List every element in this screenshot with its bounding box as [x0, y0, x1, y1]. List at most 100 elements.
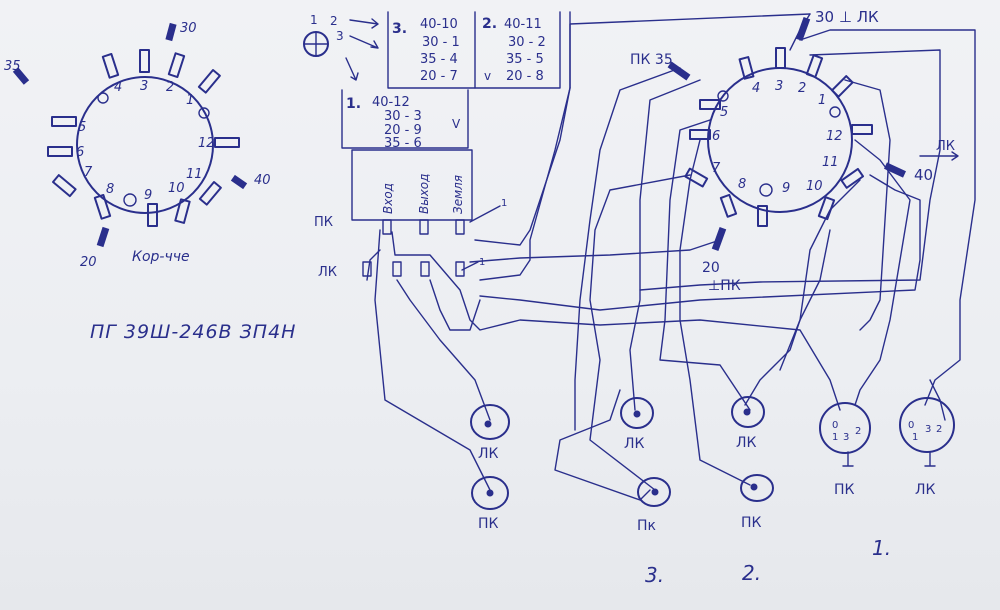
left-pin-5: 5: [78, 120, 86, 135]
legend-num-3: 3: [336, 29, 344, 43]
right-pin-7: 7: [712, 161, 721, 176]
right-pin-8: 8: [738, 177, 746, 192]
group1-title: 1.: [346, 96, 361, 112]
group2-title: 2.: [482, 16, 497, 32]
connector-label: ЛК: [624, 436, 645, 452]
right-pin-5: 5: [720, 105, 728, 120]
right-pin-1: 1: [818, 93, 826, 108]
connector-pk-3: ПК: [740, 474, 774, 531]
connector-label: ЛК: [736, 435, 757, 451]
group3-line-4: 20 - 7: [420, 69, 458, 84]
left-outer-30: 30: [180, 21, 197, 36]
left-pin-6: 6: [76, 145, 84, 160]
left-pin-7: 7: [84, 165, 93, 180]
group1-line-2: 30 - 3: [384, 109, 422, 124]
group3-line-3: 35 - 4: [420, 52, 458, 67]
left-pin-11: 11: [186, 167, 203, 182]
group1-line-3: 20 - 9: [384, 123, 422, 138]
right-pin-6: 6: [712, 129, 720, 144]
left-switch-caption: Кор-чче: [132, 249, 190, 265]
connector-label: Пк: [637, 518, 656, 534]
connector-lk-1: ЛК: [470, 404, 510, 462]
right-label-pk: ⊥ПК: [708, 278, 741, 294]
legend-icon: 1 2 3: [303, 13, 379, 81]
left-pin-3: 3: [140, 79, 148, 94]
section-number-1: 1.: [872, 536, 891, 560]
group2-line-2: 30 - 2: [508, 35, 546, 50]
section-number-3: 3.: [645, 563, 664, 587]
left-pin-9: 9: [144, 188, 152, 203]
xlr-pin: 0: [832, 420, 838, 431]
group1-line-1: 40-12: [372, 95, 410, 110]
xlr-pin: 0: [908, 420, 914, 431]
lead-35-mark: [12, 67, 30, 85]
section-number-2: 2.: [742, 561, 761, 585]
legend-num-2: 2: [330, 14, 338, 28]
connector-pk-1: ПК: [471, 476, 509, 532]
right-switch: 4 3 2 1 5 6 12 7 8 9 10 11 30 ⊥ ЛК ПК 35…: [630, 8, 959, 294]
group3-line-1: 40-10: [420, 17, 458, 32]
pin-dot: [486, 489, 494, 497]
connector-label: ЛК: [478, 446, 499, 462]
right-pin-10: 10: [806, 179, 823, 194]
left-pin-1: 1: [186, 93, 194, 108]
left-switch-body: [76, 76, 214, 214]
right-pin-12: 12: [826, 129, 843, 144]
right-pin-9: 9: [782, 181, 790, 196]
mark-1-upper: 1: [501, 198, 507, 209]
right-pin-4: 4: [752, 81, 760, 96]
xlr-pin: 2: [855, 426, 861, 437]
connector-lk-xlr: 0 1 3 2 ЛК: [899, 397, 955, 498]
pin-dot: [633, 410, 641, 418]
terminal-lk-label: ЛК: [318, 265, 337, 280]
right-label-20: 20: [702, 260, 720, 276]
wires: [366, 11, 976, 501]
connector-lk-2: ЛК: [620, 397, 654, 452]
terminal-label-output: Выход: [417, 174, 431, 214]
left-pin-2: 2: [166, 80, 174, 95]
left-pin-12: 12: [198, 136, 215, 151]
right-lead-35-mark: [667, 61, 691, 81]
pin-dot: [651, 488, 659, 496]
group1-check: V: [452, 117, 461, 131]
pin-dot: [743, 408, 751, 416]
group2-check: v: [484, 69, 491, 83]
connector-lk-3: ЛК: [731, 396, 765, 451]
right-lead-40-mark: [884, 162, 906, 178]
group2-line-1: 40-11: [504, 17, 542, 32]
right-pin-2: 2: [798, 81, 806, 96]
pin-dot: [750, 483, 758, 491]
left-pin-8: 8: [106, 182, 114, 197]
right-pin-3: 3: [775, 79, 783, 94]
group3-line-2: 30 - 1: [422, 35, 460, 50]
connector-label: ПК: [478, 516, 499, 532]
terminal-pk-label: ПК: [314, 215, 333, 230]
left-outer-35: 35: [4, 59, 21, 74]
connectors: ЛК ПК ЛК Пк ЛК ПК 0 1: [470, 396, 955, 534]
left-pin-4: 4: [114, 80, 122, 95]
left-outer-40: 40: [254, 173, 271, 188]
terminal-block: Вход Выход Земля ПК ЛК 1 1: [314, 149, 507, 280]
right-lead-20-mark: [711, 226, 727, 252]
xlr-pin: 2: [936, 424, 942, 435]
group2-line-3: 35 - 5: [506, 52, 544, 67]
connector-pk-xlr: 0 1 3 2 ПК: [819, 402, 871, 498]
xlr-pin: 3: [925, 424, 931, 435]
connector-label: ПК: [834, 482, 855, 498]
left-switch: 4 3 2 1 5 6 12 7 8 9 10 11 35 30 40 20 К…: [4, 21, 271, 270]
xlr-pin: 1: [832, 432, 838, 443]
lead-30-mark: [165, 22, 177, 42]
group-tables: 3. 40-10 30 - 1 35 - 4 20 - 7 2. 40-11 3…: [341, 11, 561, 151]
right-pin-11: 11: [822, 155, 839, 170]
legend-num-1: 1: [310, 13, 318, 27]
right-label-pk35: ПК 35: [630, 52, 673, 68]
terminal-label-input: Вход: [381, 183, 395, 214]
terminal-label-ground: Земля: [451, 175, 465, 214]
lead-40-mark: [230, 174, 248, 190]
left-outer-20: 20: [80, 255, 97, 270]
connector-label: ПК: [741, 515, 762, 531]
xlr-pin: 3: [843, 432, 849, 443]
lead-20-mark: [96, 226, 110, 248]
